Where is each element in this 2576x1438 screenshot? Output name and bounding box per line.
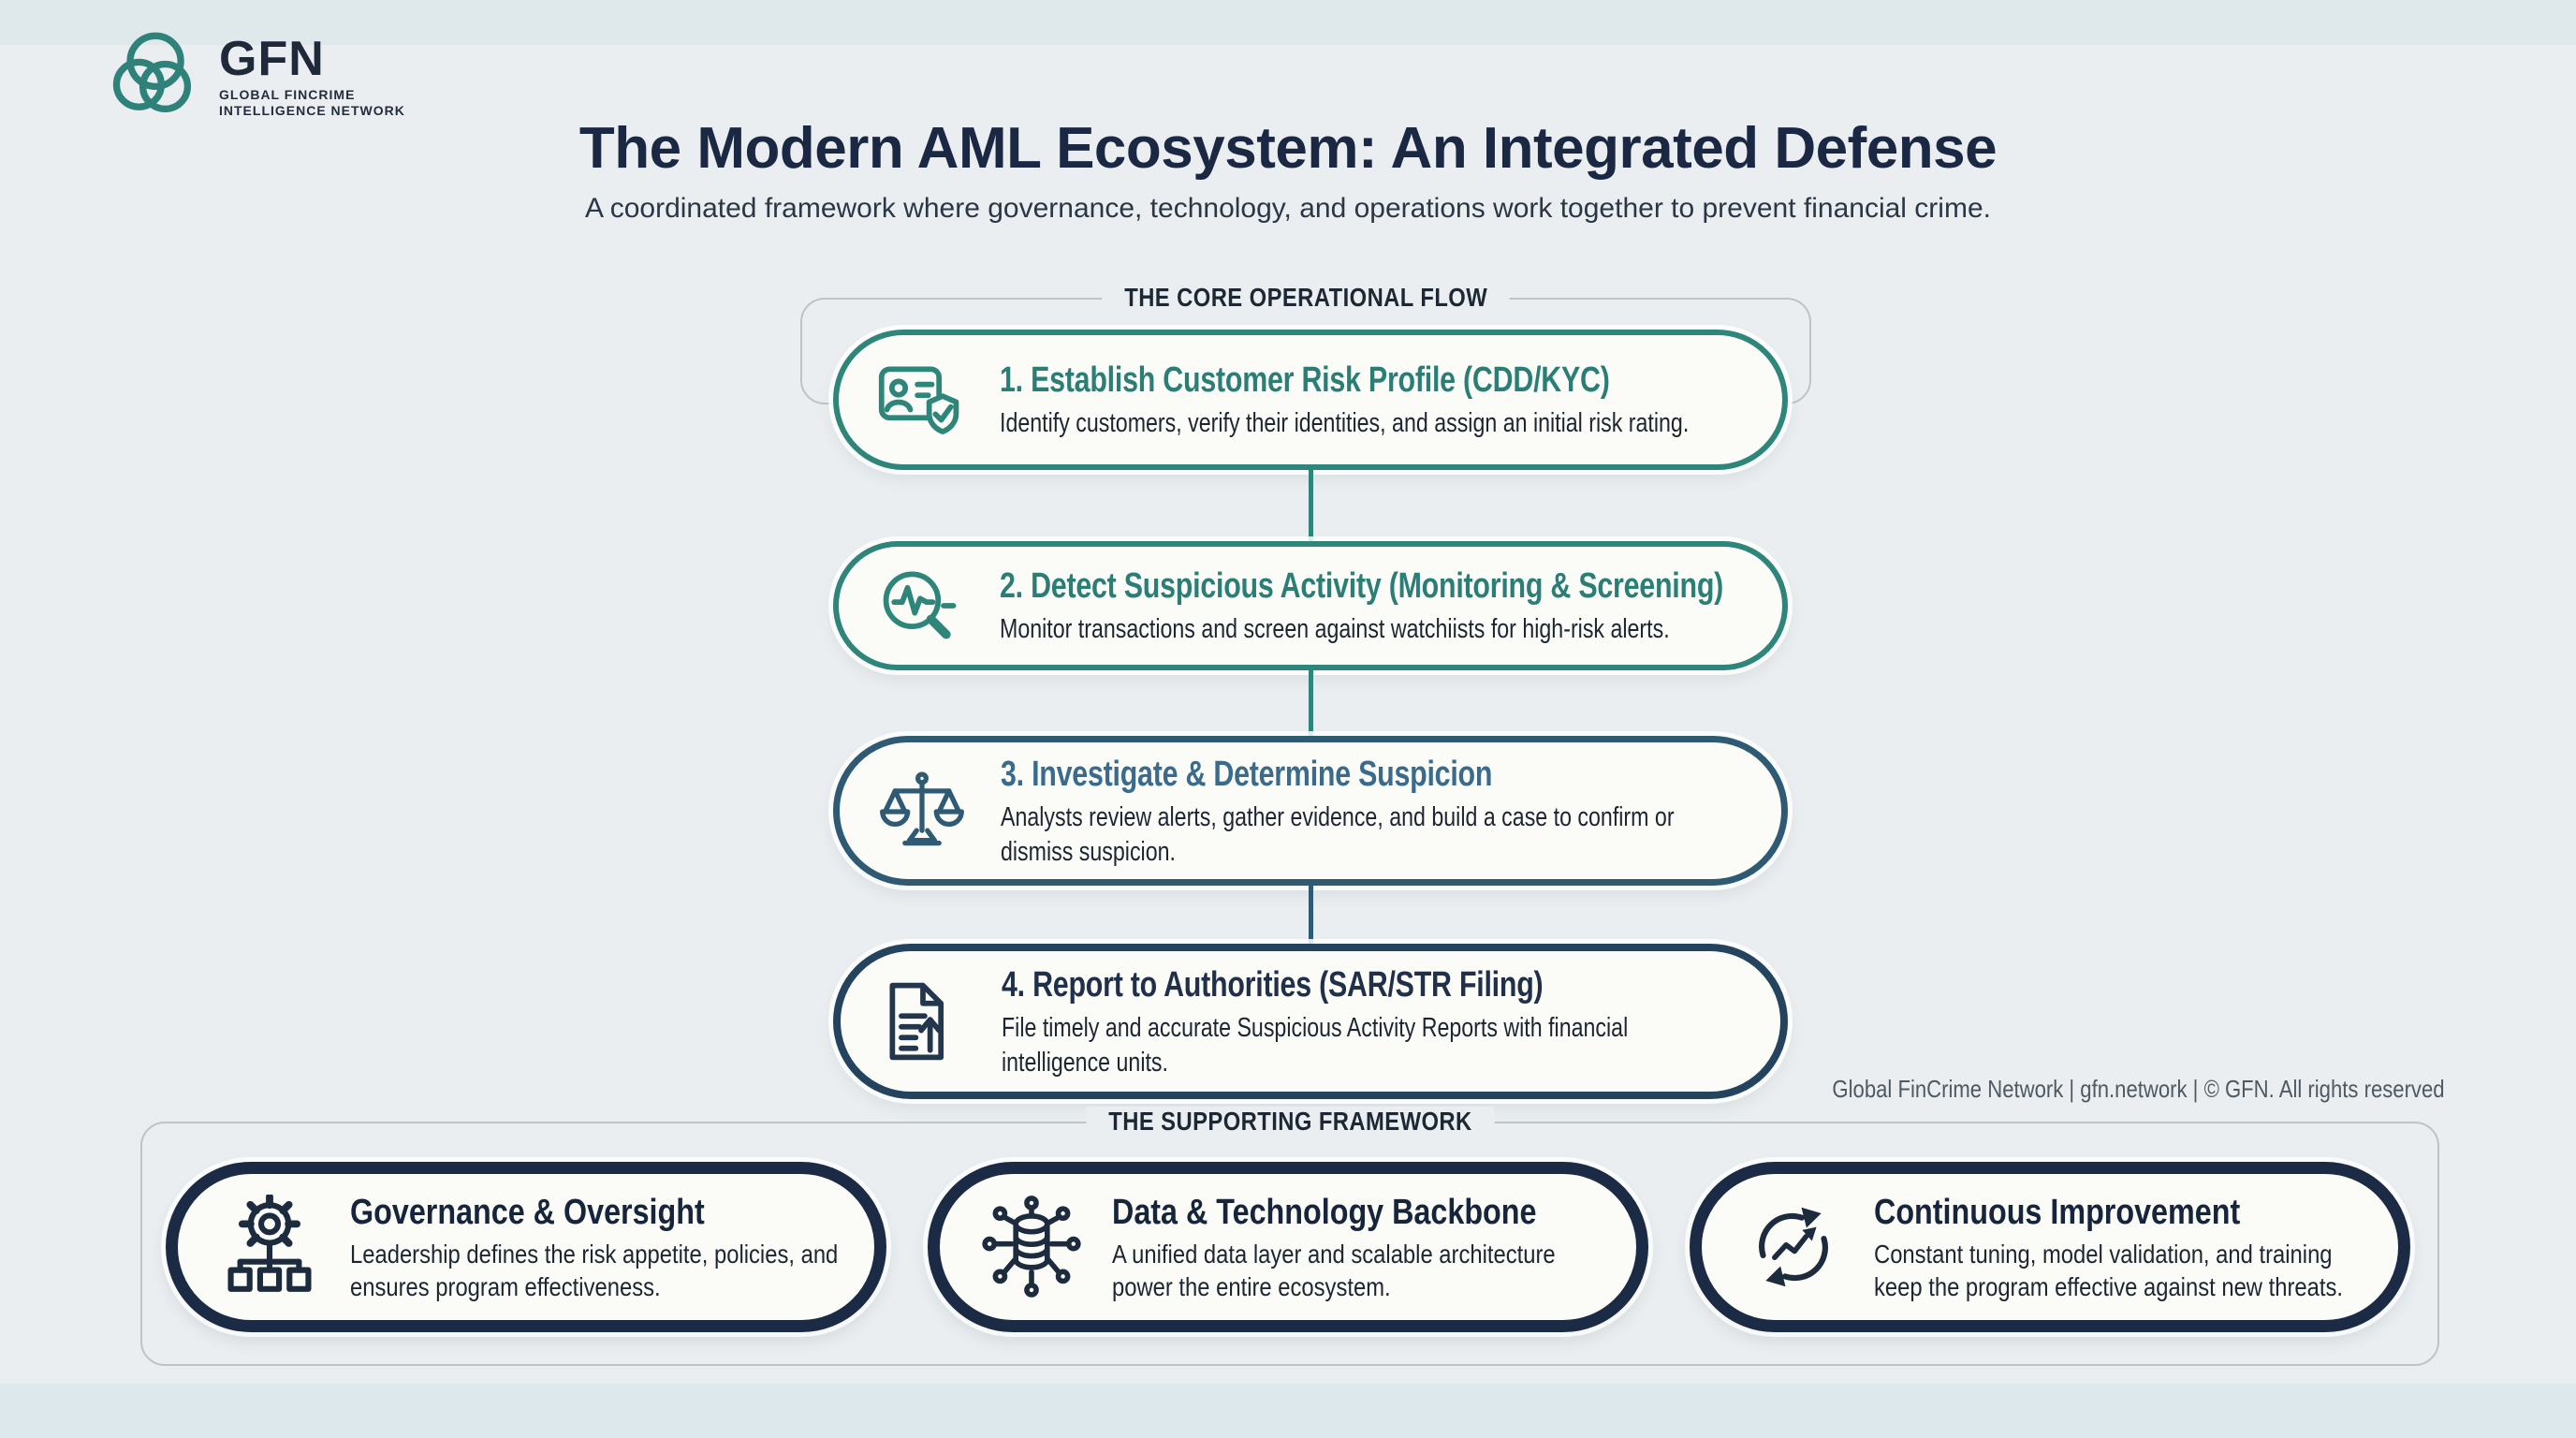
step-4-text: 4. Report to Authorities (SAR/STR Filing… [1002, 963, 1891, 1080]
logo-acronym: GFN [219, 32, 325, 86]
pillar-description-data-technology: A unified data layer and scalable archit… [1112, 1240, 1556, 1301]
logo-subtitle: GLOBAL FINCRIME INTELLIGENCE NETWORK [219, 87, 405, 119]
pillar-title-governance: Governance & Oversight [350, 1193, 705, 1232]
step-description-3: Analysts review alerts, gather evidence,… [1001, 801, 1675, 867]
gfn-logo-text: GFN GLOBAL FINCRIME INTELLIGENCE NETWORK [219, 35, 405, 119]
pillar-data-technology: Data & Technology Backbone A unified dat… [928, 1162, 1648, 1332]
id-card-shield-icon [871, 357, 972, 443]
gear-orgchart-icon [213, 1195, 326, 1299]
logo-subtitle-line2: INTELLIGENCE NETWORK [219, 103, 405, 118]
scales-icon [871, 768, 973, 854]
flow-step-1: 1. Establish Customer Risk Profile (CDD/… [833, 330, 1788, 470]
flow-step-3: 3. Investigate & Determine Suspicion Ana… [833, 736, 1788, 886]
pillar-title-continuous-improvement: Continuous Improvement [1874, 1193, 2241, 1232]
page-title: The Modern AML Ecosystem: An Integrated … [578, 116, 1998, 181]
magnifier-pulse-icon [871, 563, 972, 649]
pillar-description-governance: Leadership defines the risk appetite, po… [350, 1240, 839, 1301]
step-1-text: 1. Establish Customer Risk Profile (CDD/… [1000, 359, 2076, 441]
core-flow-label: THE CORE OPERATIONAL FLOW [802, 283, 1809, 313]
bottom-edge-band [0, 1384, 2576, 1438]
logo-subtitle-line1: GLOBAL FINCRIME [219, 87, 356, 102]
cycle-trend-icon [1737, 1195, 1850, 1299]
pillar-title-data-technology: Data & Technology Backbone [1112, 1193, 1537, 1232]
document-upload-icon [872, 978, 973, 1064]
top-edge-band [0, 0, 2576, 45]
pillar-continuous-improvement: Continuous Improvement Constant tuning, … [1690, 1162, 2410, 1332]
pillar-governance: Governance & Oversight Leadership define… [166, 1162, 886, 1332]
gfn-logo-knot-icon [112, 32, 192, 112]
flow-connector-1 [1309, 468, 1313, 543]
pillar-data-technology-text: Data & Technology Backbone A unified dat… [1112, 1191, 1692, 1303]
step-title-1: 1. Establish Customer Risk Profile (CDD/… [1000, 360, 1610, 400]
page-subtitle: A coordinated framework where governance… [585, 193, 1991, 224]
database-network-icon [975, 1195, 1088, 1299]
flow-step-2: 2. Detect Suspicious Activity (Monitorin… [833, 541, 1788, 670]
step-description-1: Identify customers, verify their identit… [1000, 408, 1690, 438]
flow-step-4: 4. Report to Authorities (SAR/STR Filing… [833, 944, 1788, 1099]
supporting-framework-container: THE SUPPORTING FRAMEWORK [140, 1107, 2439, 1366]
core-flow-label-text: THE CORE OPERATIONAL FLOW [1102, 283, 1510, 313]
flow-connector-3 [1309, 884, 1313, 946]
step-description-2: Monitor transactions and screen against … [1000, 614, 1670, 644]
step-3-text: 3. Investigate & Determine Suspicion Ana… [1001, 753, 1890, 870]
copyright-credit: Global FinCrime Network | gfn.network | … [1832, 1075, 2445, 1103]
step-description-4: File timely and accurate Suspicious Acti… [1002, 1012, 1629, 1078]
flow-connector-2 [1309, 668, 1313, 738]
pillar-governance-text: Governance & Oversight Leadership define… [350, 1191, 930, 1303]
step-2-text: 2. Detect Suspicious Activity (Monitorin… [1000, 565, 2076, 647]
supporting-framework-label: THE SUPPORTING FRAMEWORK [142, 1107, 2437, 1137]
pillar-description-continuous-improvement: Constant tuning, model validation, and t… [1874, 1240, 2343, 1301]
step-title-4: 4. Report to Authorities (SAR/STR Filing… [1002, 964, 1544, 1005]
step-title-2: 2. Detect Suspicious Activity (Monitorin… [1000, 566, 1724, 606]
pillar-continuous-improvement-text: Continuous Improvement Constant tuning, … [1874, 1191, 2454, 1303]
step-title-3: 3. Investigate & Determine Suspicion [1001, 754, 1493, 794]
gfn-logo: GFN GLOBAL FINCRIME INTELLIGENCE NETWORK [105, 28, 405, 125]
supporting-framework-label-text: THE SUPPORTING FRAMEWORK [1086, 1107, 1494, 1137]
